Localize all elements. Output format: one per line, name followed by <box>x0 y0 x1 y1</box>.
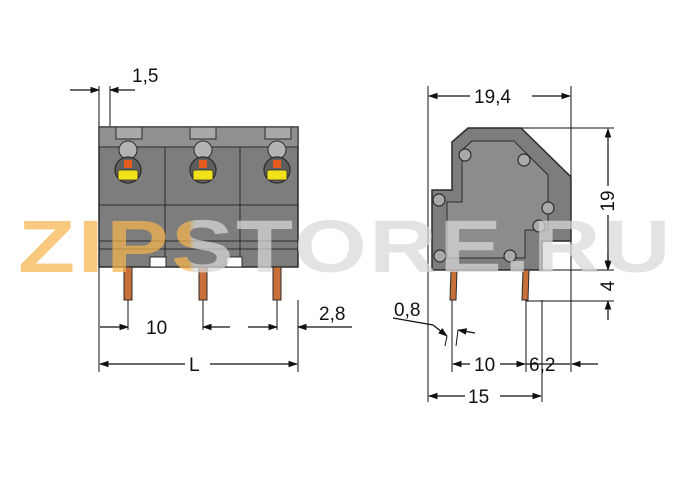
watermark-text: ZIPSTORE.RU <box>18 205 673 288</box>
dim-overall-15: 15 <box>468 387 489 408</box>
dim-pin-width-0-8: 0,8 <box>394 300 420 321</box>
hole-3 <box>432 193 446 207</box>
side-pin-2 <box>521 269 530 301</box>
dim-pin-length-4: 4 <box>598 280 619 291</box>
dim-top-1-5: 1,5 <box>132 66 158 87</box>
pin-1 <box>123 266 133 301</box>
dim-height-19: 19 <box>598 190 619 211</box>
lever-2 <box>199 160 207 168</box>
dim-pin-offset-2-8: 2,8 <box>319 304 345 325</box>
pole-1 <box>114 126 143 184</box>
hole-2 <box>517 153 531 167</box>
side-pin-1 <box>449 269 458 301</box>
watermark: ZIPSTORE.RU <box>18 205 673 288</box>
hole-1 <box>458 148 472 162</box>
pole-3 <box>263 126 292 184</box>
dim-pin-pitch-10: 10 <box>474 355 495 376</box>
dim-pitch-10: 10 <box>146 318 167 339</box>
button-2 <box>192 169 214 181</box>
front-view: 1,5 10 2,8 L <box>70 66 352 376</box>
button-1 <box>117 169 139 181</box>
pin-3 <box>272 266 282 301</box>
side-housing-recess <box>446 140 549 259</box>
dim-pin-edge-6-2: 6,2 <box>529 355 555 376</box>
dim-width-19-4: 19,4 <box>474 87 511 108</box>
pole-2 <box>189 126 217 184</box>
hole-7 <box>503 249 517 263</box>
hole-4 <box>541 201 555 215</box>
pin-2 <box>198 266 208 301</box>
lever-1 <box>124 160 132 168</box>
hole-6 <box>433 249 447 263</box>
side-view: 19,4 19 4 0,8 10 6,2 15 <box>392 86 619 408</box>
lever-3 <box>273 160 281 168</box>
hole-5 <box>532 219 546 233</box>
dim-length-L: L <box>189 355 200 376</box>
button-3 <box>266 169 288 181</box>
